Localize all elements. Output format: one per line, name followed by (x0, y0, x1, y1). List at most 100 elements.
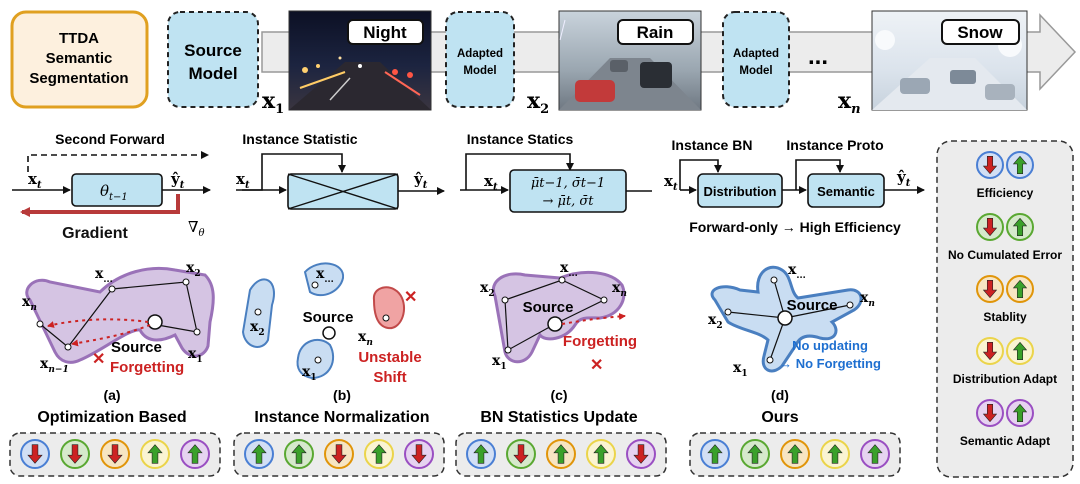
rating-c-3-up-arrow-icon (546, 439, 576, 469)
gradient-label: Gradient (62, 225, 128, 242)
legend-5-down-arrow-icon (976, 399, 1004, 427)
xt-input-a: xt (28, 170, 42, 191)
rating-b-5-down-arrow-icon (404, 439, 434, 469)
svg-text:x...: x... (560, 260, 578, 279)
flow-bn-stats: Instance Statics xt μ̄t−1, σ̄t−1 → μ̄t, … (460, 131, 627, 213)
legend-item-2: No Cumulated Error (948, 213, 1062, 262)
svg-text:xn: xn (860, 290, 875, 309)
panel-b-diagram: x2 x... x1 xn Source ✕ Unstable Shift (b… (241, 262, 430, 426)
rating-a-3-down-arrow-icon (100, 439, 130, 469)
panel-d-source: Source (787, 297, 838, 314)
rating-b-2-up-arrow-icon (284, 439, 314, 469)
distribution-label: Distribution (704, 184, 777, 199)
rain-label: Rain (637, 23, 674, 42)
yhat-output-a: ŷt (170, 170, 185, 191)
legend-label-2: No Cumulated Error (948, 248, 1062, 262)
night-label: Night (363, 23, 407, 42)
svg-text:x1: x1 (302, 364, 317, 383)
yhat-output-b: ŷt (413, 170, 428, 191)
rating-b-3-down-arrow-icon (324, 439, 354, 469)
svg-text:xn: xn (22, 294, 37, 313)
rating-a-1-down-arrow-icon (20, 439, 50, 469)
instance-proto-label: Instance Proto (786, 137, 883, 153)
legend-5-up-arrow-icon (1006, 399, 1034, 427)
panel-b-source: Source (303, 309, 354, 326)
panel-c-forgetting: Forgetting (563, 333, 637, 350)
svg-text:xn: xn (612, 280, 627, 299)
legend-item-1: Efficiency (976, 151, 1034, 200)
legend-label-5: Semantic Adapt (960, 434, 1050, 448)
ttda-task-box (10, 10, 149, 109)
panel-a-forgetting: Forgetting (110, 359, 184, 376)
panel-b-title: Instance Normalization (254, 409, 429, 426)
xt-input-d: xt (664, 172, 678, 193)
panel-c-tag: (c) (550, 387, 567, 403)
second-forward-arrow (27, 151, 209, 172)
nabla-theta: ∇θ (188, 218, 205, 239)
rating-box-b (233, 432, 445, 477)
adapted-model-1-line-2: Model (463, 65, 496, 77)
forward-only-label: Forward-only → High Efficiency (689, 219, 901, 235)
svg-text:x1: x1 (188, 346, 203, 365)
rating-d-4-up-arrow-icon (820, 439, 850, 469)
gradient-arrow (20, 194, 180, 217)
source-model-line-1: Source (184, 41, 242, 60)
rating-b-1-up-arrow-icon (244, 439, 274, 469)
xt-input-c: xt (484, 172, 498, 193)
panel-b-blob-red (372, 286, 406, 330)
flow-optimization: Second Forward xt θt−1 ŷt Gradient ∇θ (12, 131, 211, 242)
legend-item-3: Stablity (976, 275, 1034, 324)
panel-c-title: BN Statistics Update (480, 409, 637, 426)
xt-input-b: xt (236, 170, 250, 191)
panel-b-shift: Shift (373, 369, 406, 386)
svg-text:x...: x... (788, 262, 806, 281)
legend-box (936, 140, 1074, 478)
legend-label-4: Distribution Adapt (953, 372, 1057, 386)
rating-d-5-up-arrow-icon (860, 439, 890, 469)
svg-text:x2: x2 (250, 319, 265, 338)
legend-4-down-arrow-icon (976, 337, 1004, 365)
source-model-box (167, 11, 259, 108)
svg-text:x2: x2 (708, 312, 723, 331)
svg-text:x...: x... (316, 266, 334, 285)
svg-text:x2: x2 (186, 260, 201, 279)
legend-3-down-arrow-icon (976, 275, 1004, 303)
panel-c-source: Source (523, 299, 574, 316)
x1-label: x1 (262, 88, 284, 117)
panel-a-title: Optimization Based (37, 409, 186, 426)
instance-bn-label: Instance BN (672, 137, 753, 153)
rating-c-1-up-arrow-icon (466, 439, 496, 469)
panel-a-source: Source (111, 339, 162, 356)
semantic-label: Semantic (817, 184, 875, 199)
adapted-model-box-1 (445, 11, 515, 108)
panel-b-cross: ✕ (404, 289, 417, 306)
legend: Efficiency No Cumulated ErrorStablityDist… (948, 151, 1062, 448)
svg-text:x2: x2 (480, 280, 495, 299)
legend-2-up-arrow-icon (1006, 213, 1034, 241)
snow-label-box (941, 19, 1020, 45)
rating-d-2-up-arrow-icon (740, 439, 770, 469)
rating-a-5-up-arrow-icon (180, 439, 210, 469)
legend-item-5: Semantic Adapt (960, 399, 1050, 448)
panel-d-no-updating: No updating (792, 338, 868, 353)
yhat-output-d: ŷt (896, 168, 911, 189)
legend-2-down-arrow-icon (976, 213, 1004, 241)
x2-label: x2 (527, 88, 549, 117)
task-line-2: Semantic (46, 50, 113, 67)
bn-stats-line-1: μ̄t−1, σ̄t−1 (531, 176, 605, 191)
task-line-1: TTDA (59, 30, 99, 47)
rating-c-4-up-arrow-icon (586, 439, 616, 469)
panel-c-diagram: x2 x... xn x1 Source Forgetting ✕ (c) BN… (480, 260, 638, 426)
adapted-model-2-line-2: Model (739, 65, 772, 77)
panel-a-tag: (a) (103, 387, 120, 403)
flow-ours: Instance BN Instance Proto xt Distributi… (626, 137, 925, 235)
adapted-model-1-line-1: Adapted (457, 48, 503, 60)
xn-label: xn (838, 88, 861, 117)
panel-d-title: Ours (761, 409, 798, 426)
legend-item-4: Distribution Adapt (953, 337, 1057, 386)
rating-a-2-down-arrow-icon (60, 439, 90, 469)
rating-box-d (689, 432, 901, 477)
night-label-box (347, 19, 424, 45)
rating-b-4-up-arrow-icon (364, 439, 394, 469)
